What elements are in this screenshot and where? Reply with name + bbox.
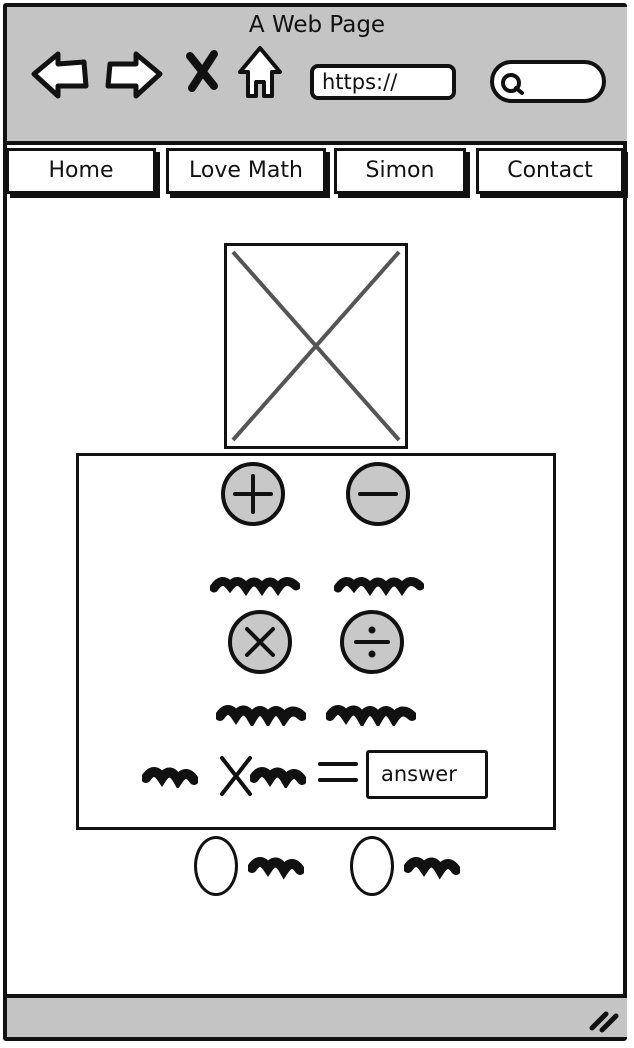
tab-contact[interactable]: Contact xyxy=(476,148,624,194)
minus-icon xyxy=(358,492,398,496)
multiply-sign-icon xyxy=(220,756,252,796)
radio-label-scribble xyxy=(404,857,460,880)
home-icon[interactable] xyxy=(236,44,286,102)
operand-scribble xyxy=(250,767,306,788)
radio-label-scribble xyxy=(248,857,304,880)
url-field[interactable]: https:// xyxy=(310,64,456,100)
scribble-label xyxy=(326,705,416,726)
scribble-label xyxy=(216,705,306,726)
search-field[interactable] xyxy=(490,60,606,103)
resize-handle-icon[interactable] xyxy=(588,1008,620,1034)
page-title: A Web Page xyxy=(248,12,386,38)
browser-window xyxy=(3,3,627,1041)
status-bar xyxy=(7,994,627,1037)
multiply-icon xyxy=(245,627,275,657)
tab-home[interactable]: Home xyxy=(6,148,156,194)
tab-simon[interactable]: Simon xyxy=(334,148,466,194)
divide-icon xyxy=(354,626,390,658)
search-icon xyxy=(501,73,524,95)
forward-arrow-icon[interactable] xyxy=(104,48,164,100)
division-button[interactable] xyxy=(340,610,404,674)
scribble-label xyxy=(334,577,424,596)
multiplication-button[interactable] xyxy=(228,610,292,674)
addition-button[interactable] xyxy=(221,462,285,526)
stop-icon[interactable] xyxy=(184,50,220,92)
scribble-label xyxy=(210,577,300,596)
answer-input[interactable]: answer xyxy=(366,750,488,799)
plus-icon xyxy=(233,474,273,514)
subtraction-button[interactable] xyxy=(346,462,410,526)
equals-icon xyxy=(318,762,358,782)
radio-option-2[interactable] xyxy=(350,836,394,896)
placeholder-cross-icon xyxy=(231,250,401,442)
back-arrow-icon[interactable] xyxy=(30,48,90,100)
tab-love-math[interactable]: Love Math xyxy=(166,148,326,194)
image-placeholder xyxy=(224,243,408,449)
radio-option-1[interactable] xyxy=(194,836,238,896)
operand-scribble xyxy=(142,767,198,788)
